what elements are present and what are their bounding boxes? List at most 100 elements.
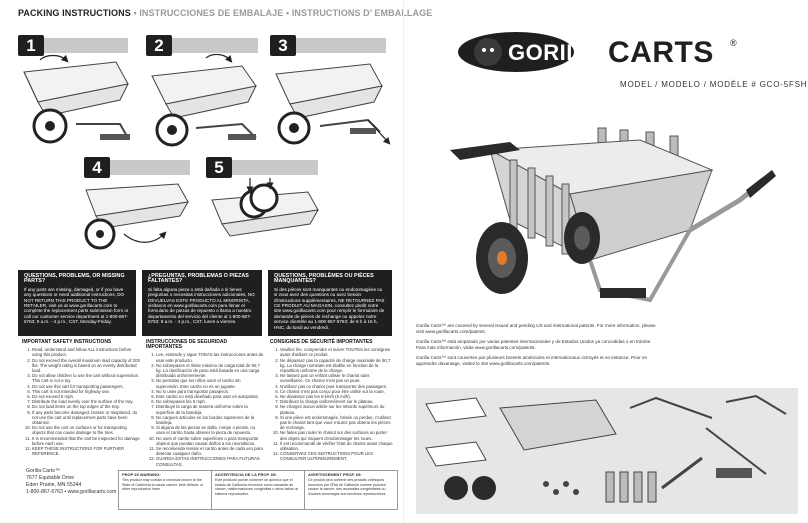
- safety-item: No uses el carrito sobre superficies o p…: [156, 436, 264, 446]
- company-city: Eden Prairie, MN 55344: [26, 482, 82, 488]
- patent-es: Gorilla Carts™ está amparado por varias …: [416, 339, 652, 350]
- safety-heading-es: INSTRUCCIONES DE SEGURIDAD IMPORTANTES: [146, 339, 228, 351]
- title-en: PACKING INSTRUCTIONS: [18, 8, 131, 18]
- safety-item: Do not load items on the top edges of th…: [32, 404, 140, 409]
- model-number: MODEL / MODELO / MODÈLE # GCO-5FSH: [620, 80, 808, 89]
- faq-box-es: ¿PREGUNTAS, PROBLEMAS O PIEZAS FALTANTES…: [142, 270, 262, 336]
- warning-es: ADVERTENCIA DE LA PROP. 65: Este product…: [211, 471, 304, 509]
- warning-en: PROP 65 WARNING: This product may contai…: [119, 471, 211, 509]
- safety-item: No sobrepases el límite máximo de carga …: [156, 363, 264, 379]
- warning-heading: PROP 65 WARNING:: [122, 472, 161, 477]
- safety-item: No lo uses para transportar pasajeros.: [156, 389, 264, 394]
- step-4-illustration: [84, 183, 189, 250]
- warning-body: Este producto puede contener un químico …: [215, 478, 298, 496]
- patent-en: Gorilla Carts™ are covered by several is…: [416, 323, 656, 334]
- safety-item: N'utilisez pas ce chariot pour transport…: [280, 384, 394, 389]
- warning-fr: AVERTISSEMENT PROP. 65: Ce produit peut …: [304, 471, 397, 509]
- safety-item: Distribuye la carga de manera uniforme s…: [156, 404, 264, 414]
- step-1-bar: 1: [18, 35, 128, 56]
- safety-item: It is recommended that the cart be inspe…: [32, 436, 140, 446]
- step-2-number: 2: [146, 35, 172, 56]
- step-5-bar: 5: [206, 157, 318, 178]
- warning-body: This product may contain a chemical know…: [122, 478, 204, 492]
- safety-item: Se recomienda revisar el carrito antes d…: [156, 446, 264, 456]
- step-1-illustration: [23, 54, 130, 144]
- faq-body-es: Si falta alguna pieza o está dañada o si…: [148, 286, 255, 325]
- page-fold: [403, 0, 404, 523]
- safety-item: Read, understand and follow ALL instruct…: [32, 347, 140, 357]
- faq-box-en: QUESTIONS, PROBLEMS, OR MISSING PARTS? I…: [18, 270, 136, 336]
- safety-item: Distribute the load evenly over the surf…: [32, 399, 140, 404]
- parts-layout: [425, 394, 787, 503]
- safety-item: If any parts become damaged, broken or m…: [32, 410, 140, 426]
- safety-item: Do not use this cart for transporting pa…: [32, 384, 140, 389]
- faq-heading-en: QUESTIONS, PROBLEMS, OR MISSING PARTS?: [24, 273, 125, 285]
- step-4-number: 4: [84, 157, 110, 178]
- company-name: Gorilla Carts™: [26, 468, 61, 474]
- safety-item: Ce chariot n'est pas conçu pour être uti…: [280, 389, 394, 394]
- packing-title: PACKING INSTRUCTIONS • INSTRUCCIONES DE …: [18, 8, 432, 18]
- step-3-illustration: [275, 63, 391, 145]
- packing-instructions-panel: PACKING INSTRUCTIONS • INSTRUCCIONES DE …: [0, 0, 404, 523]
- svg-text:GORILLA: GORILLA: [508, 40, 611, 65]
- step-4-bar: 4: [84, 157, 190, 178]
- faq-body-fr: Si des pièces sont manquantes ou endomma…: [274, 286, 385, 330]
- safety-item: KEEP THESE INSTRUCTIONS FOR FURTHER REFE…: [32, 446, 140, 456]
- faq-heading-fr: QUESTIONS, PROBLÈMES OU PIÈCES MANQUANTE…: [274, 273, 374, 285]
- company-contact: 1-800-867-6763 • www.gorillacarts.com: [26, 489, 117, 495]
- safety-en: IMPORTANT SAFETY INSTRUCTIONS Read, unde…: [22, 339, 140, 456]
- parts-diagram: [416, 388, 798, 514]
- step-2-illustration: [151, 54, 257, 147]
- safety-item: Ne laissez pas un enfant utiliser le cha…: [280, 373, 394, 383]
- safety-item: Do not allow children to use the cart wi…: [32, 373, 140, 383]
- safety-item: No sobrepases las 5 mph.: [156, 399, 264, 404]
- title-bullet: •: [133, 8, 137, 18]
- company-street: 7677 Equitable Drive: [26, 475, 75, 481]
- safety-item: CONSERVEZ CES INSTRUCTIONS POUR LES CONS…: [280, 451, 394, 461]
- safety-item: Do not exceed 5 mph.: [32, 394, 140, 399]
- safety-list-fr: Veuillez lire, comprendre et suivre TOUT…: [270, 347, 394, 461]
- safety-heading-fr: CONSIGNES DE SÉCURITÉ IMPORTANTES: [270, 339, 373, 345]
- warning-heading: AVERTISSEMENT PROP. 65:: [308, 472, 362, 477]
- patent-fr: Gorilla Carts™ sont couvertes par plusie…: [416, 355, 648, 366]
- step-5-number: 5: [206, 157, 232, 178]
- step-3-bar: 3: [270, 35, 386, 56]
- safety-item: No permitas que los niños usen el carrit…: [156, 378, 264, 388]
- safety-item: GUARDA ESTAS INSTRUCCIONES PARA FUTURAS …: [156, 456, 264, 466]
- step-1-number: 1: [18, 35, 44, 56]
- safety-item: This cart is not intended for highway us…: [32, 389, 140, 394]
- faq-heading-es: ¿PREGUNTAS, PROBLEMAS O PIEZAS FALTANTES…: [148, 273, 249, 285]
- safety-item: Si une pièce est endommagée, brisée ou p…: [280, 415, 394, 431]
- faq-box-fr: QUESTIONS, PROBLÈMES OU PIÈCES MANQUANTE…: [268, 270, 392, 336]
- safety-item: Este carrito no está diseñado para usar …: [156, 394, 264, 399]
- safety-item: Veuillez lire, comprendre et suivre TOUT…: [280, 347, 394, 357]
- company-address: Gorilla Carts™ 7677 Equitable Drive Eden…: [26, 468, 116, 496]
- title-fr: INSTRUCTIONS D’ EMBALLAGE: [291, 8, 433, 18]
- safety-es: INSTRUCCIONES DE SEGURIDAD IMPORTANTES L…: [146, 339, 264, 467]
- step-3-number: 3: [270, 35, 296, 56]
- product-cart-illustration: [450, 127, 776, 303]
- safety-heading-en: IMPORTANT SAFETY INSTRUCTIONS: [22, 339, 112, 345]
- safety-item: Il est recommandé de vérifier l'état du …: [280, 441, 394, 451]
- safety-item: No cargues artículos en los bordes super…: [156, 415, 264, 425]
- patent-notices: Gorilla Carts™ are covered by several is…: [416, 323, 656, 372]
- step-5-illustration: [211, 178, 319, 237]
- safety-item: Si alguna de las piezas se daña, rompe o…: [156, 425, 264, 435]
- title-bullet: •: [285, 8, 290, 18]
- prop65-warnings: PROP 65 WARNING: This product may contai…: [118, 470, 398, 510]
- warning-heading: ADVERTENCIA DE LA PROP. 65:: [215, 472, 277, 477]
- safety-item: Lee, entiende y sigue TODAS las instrucc…: [156, 352, 264, 362]
- title-es: INSTRUCCIONES DE EMBALAJE: [139, 8, 284, 18]
- safety-item: Do not exceed the overall maximum load c…: [32, 358, 140, 374]
- safety-item: Ne chargez aucun article sur les rebords…: [280, 404, 394, 414]
- step-2-bar: 2: [146, 35, 258, 56]
- faq-body-en: If any parts are missing, damaged, or if…: [24, 286, 129, 325]
- safety-list-es: Lee, entiende y sigue TODAS las instrucc…: [146, 352, 264, 466]
- warning-body: Ce produit peut contenir des produits ch…: [308, 478, 387, 496]
- safety-item: Ne faites pas rouler le chariot sur des …: [280, 430, 394, 440]
- safety-list-en: Read, understand and follow ALL instruct…: [22, 347, 140, 456]
- registered-mark: ®: [730, 38, 737, 48]
- safety-item: Ne dépassez pas la capacité de charge ma…: [280, 358, 394, 374]
- gorilla-carts-logo: GORILLA CARTS ®: [458, 32, 737, 72]
- safety-item: Do not use the cart on surfaces or for t…: [32, 425, 140, 435]
